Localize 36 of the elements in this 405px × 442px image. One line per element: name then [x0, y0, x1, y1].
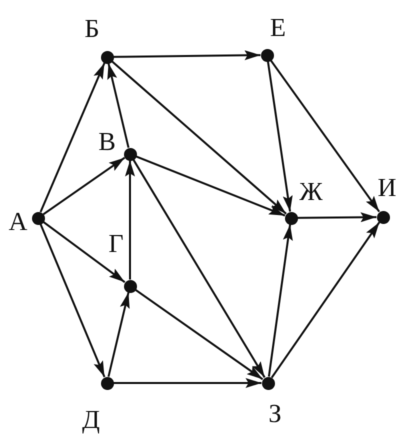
arrow [134, 288, 264, 380]
arrow [266, 61, 293, 212]
vertex-label: Д [82, 407, 100, 433]
arrow [42, 221, 126, 283]
arrow [268, 224, 293, 377]
arrow [136, 155, 286, 217]
vertex-label: З [268, 401, 282, 427]
arrow [107, 63, 130, 148]
arrow [113, 50, 261, 60]
arrow [270, 60, 380, 212]
arrow [40, 224, 106, 378]
arrow [125, 160, 135, 280]
vertex-label: А [8, 209, 28, 235]
vertex-dot [262, 376, 274, 390]
vertex-dot [376, 210, 390, 224]
vertex-dot [124, 280, 136, 292]
vertex-dot [32, 212, 44, 224]
arrow [297, 212, 377, 222]
vertex-label: И [378, 175, 396, 201]
vertex-dot [100, 50, 114, 64]
vertex-dot [260, 48, 274, 62]
arrow [270, 222, 380, 378]
vertex-label: Г [108, 231, 124, 257]
arrow [108, 292, 130, 377]
arrow [40, 62, 106, 212]
arrow [114, 378, 262, 388]
arrow [111, 60, 287, 214]
vertex-dot [284, 212, 298, 224]
vertex-label: Е [270, 15, 286, 41]
arrow [42, 156, 126, 216]
vertex-label: Б [84, 16, 100, 42]
arrow [132, 159, 266, 378]
vertex-dot [124, 148, 136, 160]
vertex-label: Ж [299, 179, 323, 205]
vertex-label: В [98, 129, 116, 155]
vertex-dot [100, 376, 114, 390]
